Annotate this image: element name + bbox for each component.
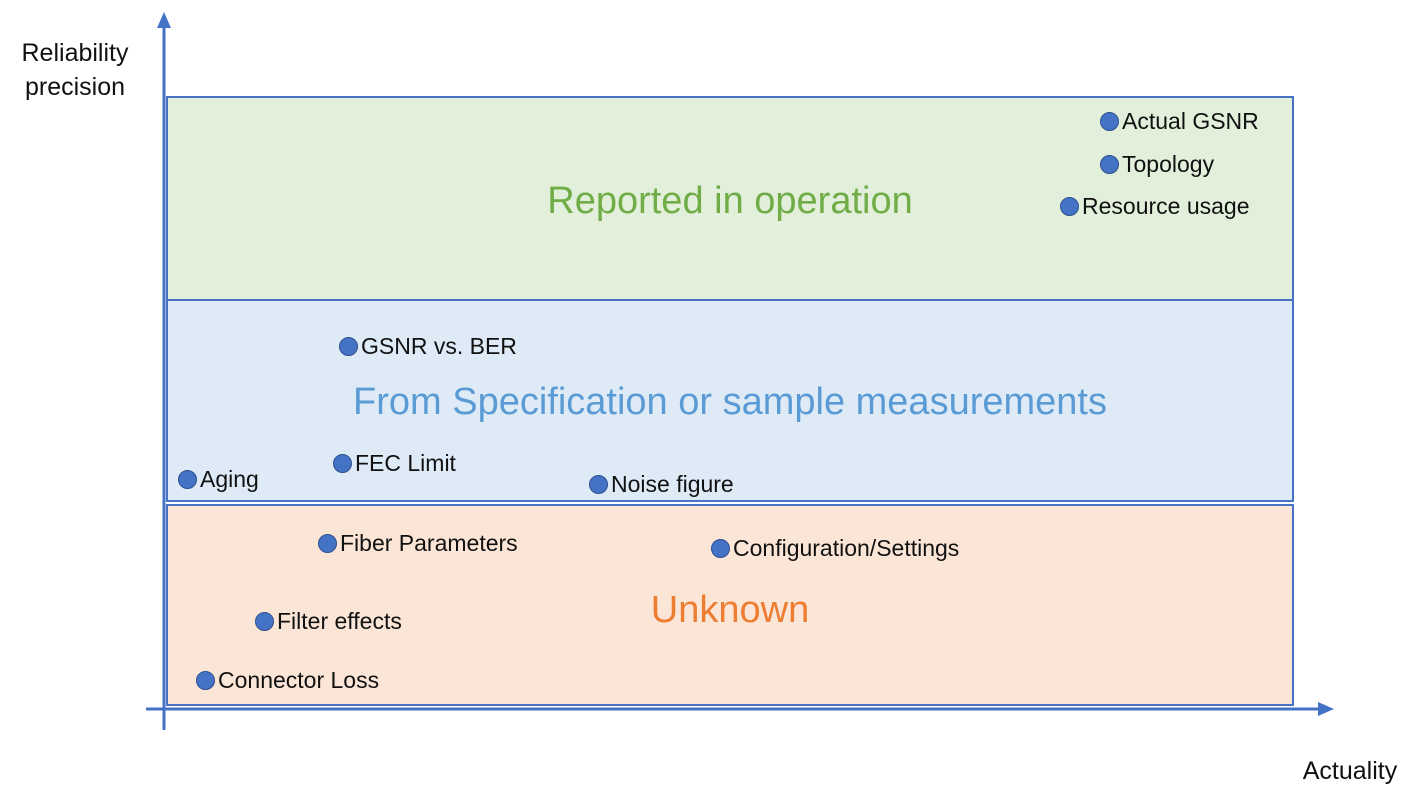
item-aging: Aging [178, 465, 259, 493]
item-label: FEC Limit [355, 450, 456, 476]
item-label: Aging [200, 466, 259, 492]
y-axis-label: Reliability precision [10, 36, 140, 104]
item-connector-loss: Connector Loss [196, 666, 379, 694]
item-marker-dot [1100, 154, 1119, 174]
item-label: Resource usage [1082, 193, 1250, 219]
item-marker-dot [711, 538, 730, 558]
item-label: Topology [1122, 151, 1215, 177]
item-topology: Topology [1100, 150, 1214, 178]
zone-reported-title: Reported in operation [547, 180, 913, 222]
item-label: Configuration/Settings [733, 535, 960, 561]
y-axis-label-line2: precision [24, 73, 126, 101]
item-fiber-parameters: Fiber Parameters [318, 529, 518, 557]
y-axis-label-line1: Reliability [21, 39, 129, 67]
item-marker-dot [339, 336, 358, 356]
item-marker-dot [318, 533, 337, 553]
item-marker-dot [178, 469, 197, 489]
item-gsnr-vs-ber: GSNR vs. BER [339, 332, 517, 360]
item-filter-effects: Filter effects [255, 607, 402, 635]
zone-from-specification: From Specification or sample measurement… [166, 299, 1294, 502]
item-actual-gsnr: Actual GSNR [1100, 107, 1259, 135]
item-marker-dot [589, 474, 608, 494]
item-label: Filter effects [277, 608, 402, 634]
zone-unknown: Unknown [166, 504, 1294, 706]
y-axis-arrowhead [157, 12, 171, 28]
zone-spec-title: From Specification or sample measurement… [353, 381, 1107, 423]
item-marker-dot [1060, 196, 1079, 216]
item-marker-dot [196, 670, 215, 690]
x-axis-label: Actuality [1302, 757, 1398, 785]
item-label: GSNR vs. BER [361, 333, 517, 359]
x-axis-arrowhead [1318, 702, 1334, 716]
item-marker-dot [333, 453, 352, 473]
item-resource-usage: Resource usage [1060, 192, 1250, 220]
zone-unknown-title: Unknown [650, 589, 810, 631]
item-marker-dot [255, 611, 274, 631]
item-noise-figure: Noise figure [589, 470, 734, 498]
item-configuration-settings: Configuration/Settings [711, 534, 959, 562]
item-label: Noise figure [611, 471, 734, 497]
item-fec-limit: FEC Limit [333, 449, 456, 477]
item-label: Connector Loss [218, 667, 380, 693]
item-label: Fiber Parameters [340, 530, 518, 556]
item-marker-dot [1100, 111, 1119, 131]
item-label: Actual GSNR [1122, 108, 1259, 134]
